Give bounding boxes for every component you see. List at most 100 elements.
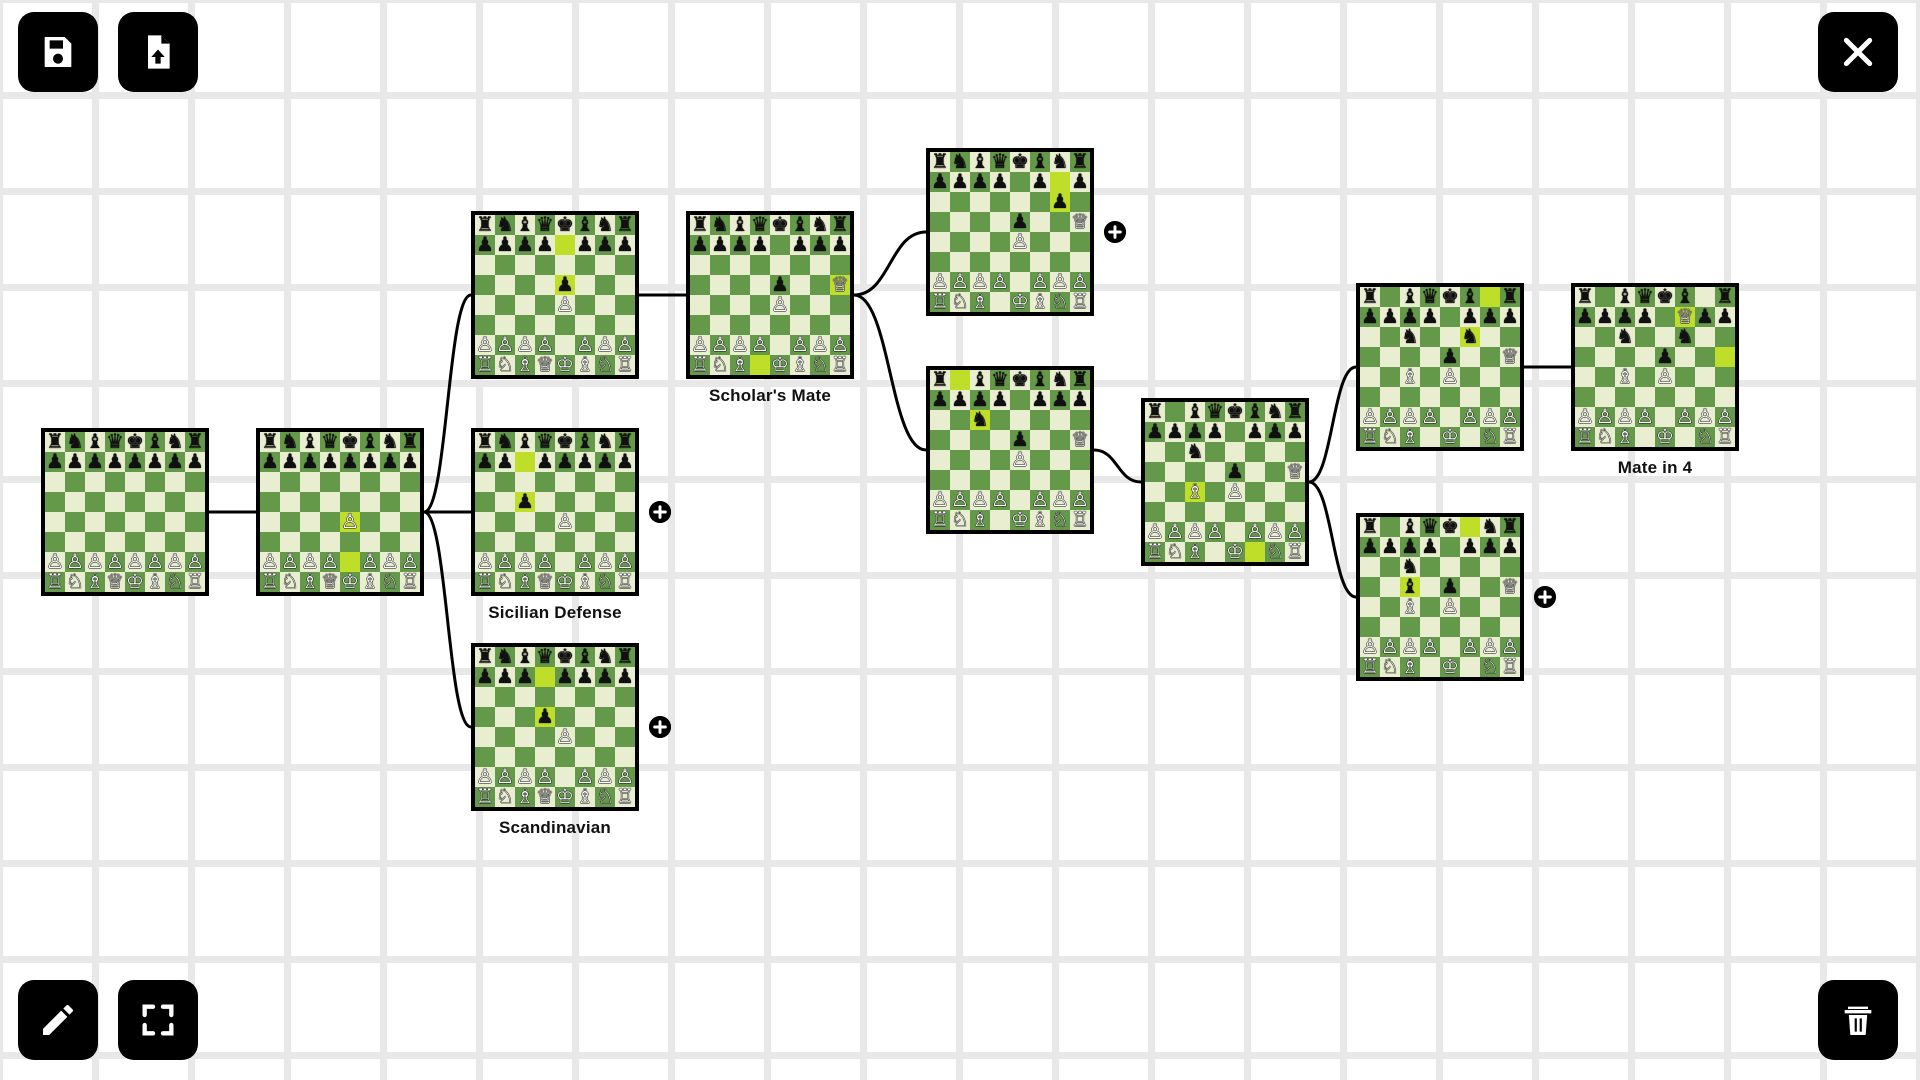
board-square-c6[interactable] <box>515 255 535 275</box>
board-square-f5[interactable] <box>1245 462 1265 482</box>
board-square-h5[interactable]: ♕ <box>1070 430 1090 450</box>
board-square-d8[interactable]: ♛ <box>750 215 770 235</box>
board-square-d1[interactable] <box>1420 427 1440 447</box>
board-square-f3[interactable] <box>575 532 595 552</box>
board-square-e8[interactable]: ♚ <box>1440 287 1460 307</box>
board-square-f3[interactable] <box>1030 470 1050 490</box>
board-square-g7[interactable]: ♟ <box>1480 537 1500 557</box>
board-square-c1[interactable]: ♗ <box>1185 542 1205 562</box>
board-square-c1[interactable]: ♗ <box>1400 657 1420 677</box>
board-square-g3[interactable] <box>1695 387 1715 407</box>
board-square-a5[interactable] <box>930 212 950 232</box>
board-square-c3[interactable] <box>1400 617 1420 637</box>
board-square-e6[interactable] <box>770 255 790 275</box>
board-square-f7[interactable]: ♕ <box>1675 307 1695 327</box>
board-square-h8[interactable]: ♜ <box>1285 402 1305 422</box>
board-square-b8[interactable]: ♞ <box>280 432 300 452</box>
board-square-e7[interactable] <box>1225 422 1245 442</box>
board-square-h2[interactable]: ♙ <box>185 552 205 572</box>
chess-board[interactable]: ♜♝♛♚♝♜♟♟♟♟♕♟♟♞♞♟♗♙♙♙♙♙♙♙♙♖♘♗♔♘♖ <box>1571 283 1739 451</box>
board-square-g1[interactable]: ♘ <box>1480 427 1500 447</box>
board-square-b2[interactable]: ♙ <box>495 552 515 572</box>
board-square-g6[interactable] <box>595 472 615 492</box>
board-square-b4[interactable] <box>495 295 515 315</box>
board-square-a6[interactable] <box>475 255 495 275</box>
board-square-c6[interactable] <box>300 472 320 492</box>
board-square-e7[interactable] <box>1440 307 1460 327</box>
board-square-g6[interactable] <box>1695 327 1715 347</box>
tree-node[interactable]: ♜♝♛♚♝♞♜♟♟♟♟♟♟♟♞♟♕♗♙♙♙♙♙♙♙♙♖♘♗♔♘♖ <box>1141 398 1309 566</box>
board-square-a8[interactable]: ♜ <box>260 432 280 452</box>
tree-node[interactable]: ♜♞♝♛♚♝♞♜♟♟♟♟♟♟♟♟♙♙♙♙♙♙♙♙♖♘♗♕♔♗♘♖Scandina… <box>471 643 671 838</box>
board-square-f8[interactable]: ♝ <box>1245 402 1265 422</box>
board-square-h3[interactable] <box>185 532 205 552</box>
board-square-g5[interactable] <box>1695 347 1715 367</box>
board-square-f5[interactable] <box>1675 347 1695 367</box>
board-square-d6[interactable] <box>1420 327 1440 347</box>
board-square-d7[interactable] <box>535 667 555 687</box>
board-square-a4[interactable] <box>690 295 710 315</box>
board-square-d4[interactable] <box>535 295 555 315</box>
tree-node[interactable]: ♜♝♛♚♞♜♟♟♟♟♟♟♟♞♝♟♕♗♙♙♙♙♙♙♙♙♖♘♗♔♘♖ <box>1356 513 1556 681</box>
board-square-b2[interactable]: ♙ <box>1380 637 1400 657</box>
board-square-b4[interactable] <box>1165 482 1185 502</box>
board-square-a6[interactable] <box>930 192 950 212</box>
board-square-f3[interactable] <box>575 315 595 335</box>
board-square-h1[interactable]: ♖ <box>615 572 635 592</box>
board-square-d8[interactable]: ♛ <box>535 432 555 452</box>
board-square-b1[interactable]: ♘ <box>495 787 515 807</box>
board-square-e2[interactable] <box>1440 407 1460 427</box>
board-square-c4[interactable]: ♗ <box>1400 597 1420 617</box>
board-square-h2[interactable]: ♙ <box>1070 490 1090 510</box>
board-square-a7[interactable]: ♟ <box>930 390 950 410</box>
board-square-g3[interactable] <box>1050 252 1070 272</box>
board-square-e1[interactable]: ♔ <box>555 355 575 375</box>
board-square-h1[interactable]: ♖ <box>615 787 635 807</box>
board-square-c7[interactable]: ♟ <box>1185 422 1205 442</box>
board-square-e1[interactable]: ♔ <box>1440 427 1460 447</box>
board-square-g5[interactable] <box>1480 347 1500 367</box>
board-square-b5[interactable] <box>495 492 515 512</box>
board-square-b1[interactable]: ♘ <box>1380 427 1400 447</box>
board-square-a2[interactable]: ♙ <box>45 552 65 572</box>
chess-board[interactable]: ♜♞♝♛♚♝♞♜♟♟♟♟♟♟♟♟♙♙♙♙♙♙♙♙♖♘♗♕♔♗♘♖ <box>471 643 639 811</box>
board-square-h2[interactable]: ♙ <box>400 552 420 572</box>
board-square-g5[interactable] <box>1265 462 1285 482</box>
board-square-c1[interactable]: ♗ <box>300 572 320 592</box>
chess-board[interactable]: ♜♞♝♛♚♝♞♜♟♟♟♟♟♟♟♟♙♙♙♙♙♙♙♙♖♘♗♕♔♗♘♖ <box>256 428 424 596</box>
board-square-c2[interactable]: ♙ <box>1400 637 1420 657</box>
board-square-f1[interactable]: ♗ <box>790 355 810 375</box>
board-square-e8[interactable]: ♚ <box>770 215 790 235</box>
board-square-a7[interactable]: ♟ <box>1360 537 1380 557</box>
board-square-c7[interactable] <box>515 452 535 472</box>
board-square-e3[interactable] <box>1010 252 1030 272</box>
board-square-h4[interactable] <box>1285 482 1305 502</box>
board-square-h6[interactable] <box>615 687 635 707</box>
board-square-g7[interactable]: ♟ <box>1480 307 1500 327</box>
board-square-d3[interactable] <box>535 532 555 552</box>
board-square-h3[interactable] <box>1285 502 1305 522</box>
board-square-g8[interactable]: ♞ <box>1265 402 1285 422</box>
board-square-a8[interactable]: ♜ <box>930 152 950 172</box>
board-square-e6[interactable] <box>1440 327 1460 347</box>
board-square-f4[interactable] <box>1460 597 1480 617</box>
board-square-c7[interactable]: ♟ <box>300 452 320 472</box>
board-square-d8[interactable]: ♛ <box>1420 287 1440 307</box>
board-square-c8[interactable]: ♝ <box>85 432 105 452</box>
board-square-a3[interactable] <box>1360 387 1380 407</box>
board-square-f7[interactable]: ♟ <box>575 667 595 687</box>
board-square-h3[interactable] <box>615 747 635 767</box>
board-square-a5[interactable] <box>475 707 495 727</box>
board-square-g1[interactable]: ♘ <box>595 355 615 375</box>
board-square-h2[interactable]: ♙ <box>830 335 850 355</box>
board-square-e2[interactable] <box>770 335 790 355</box>
board-square-d2[interactable]: ♙ <box>320 552 340 572</box>
board-square-c3[interactable] <box>515 532 535 552</box>
board-square-f3[interactable] <box>575 747 595 767</box>
board-square-c5[interactable] <box>1400 347 1420 367</box>
board-square-d4[interactable] <box>1635 367 1655 387</box>
board-square-e4[interactable]: ♙ <box>770 295 790 315</box>
board-square-d5[interactable] <box>320 492 340 512</box>
board-square-d6[interactable] <box>1420 557 1440 577</box>
board-square-h7[interactable]: ♟ <box>185 452 205 472</box>
